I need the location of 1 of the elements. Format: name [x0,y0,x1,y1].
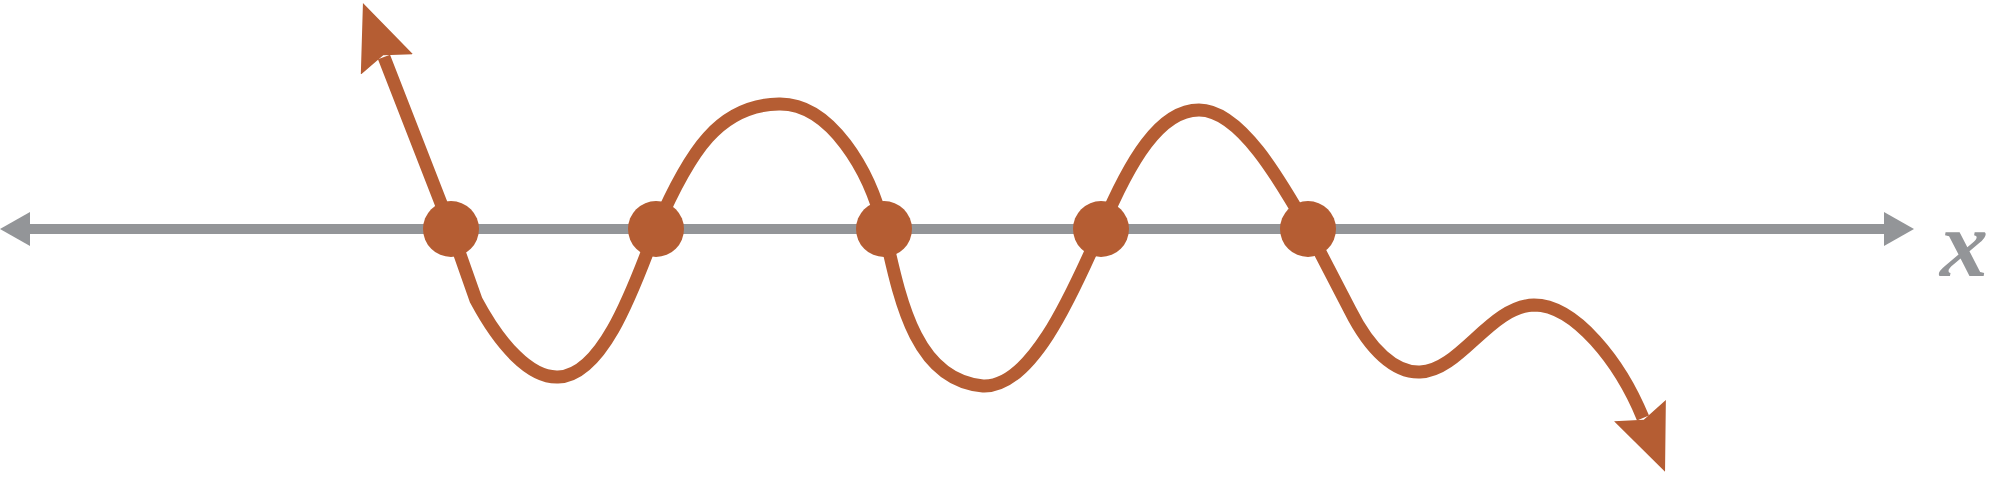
axis-label: x [1940,196,1988,292]
